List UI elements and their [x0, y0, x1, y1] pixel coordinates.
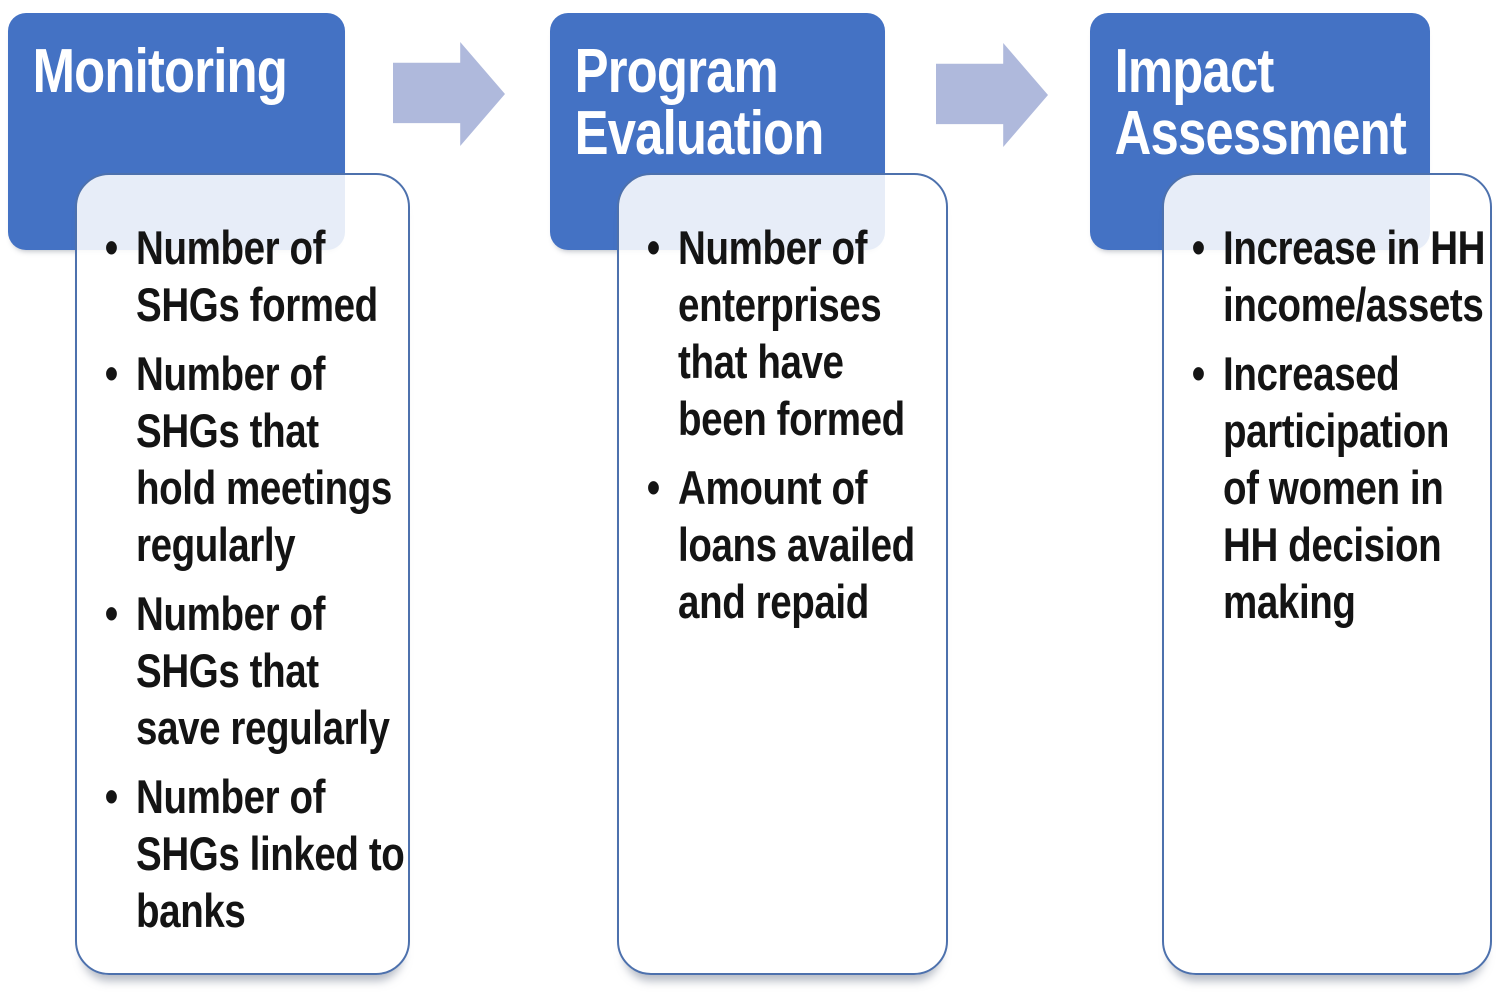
bullet-item: • Number of SHGs formed	[105, 219, 405, 333]
bullet-dot-icon: •	[1191, 221, 1206, 273]
bullet-item: • Increase in HH income/assets	[1192, 219, 1487, 333]
program-evaluation-content-box: • Number of enterprises that have been f…	[617, 173, 948, 975]
bullet-text: Number of SHGs formed	[136, 221, 378, 331]
bullet-text: Number of SHGs linked to banks	[136, 770, 405, 937]
arrow-right-icon	[936, 43, 1048, 147]
bullet-text: Number of enterprises that have been for…	[678, 221, 905, 445]
impact-assessment-content-box: • Increase in HH income/assets • Increas…	[1162, 173, 1492, 975]
bullet-text: Number of SHGs that hold meetings regula…	[136, 347, 392, 571]
bullet-item: • Increased participation of women in HH…	[1192, 345, 1487, 630]
bullet-dot-icon: •	[104, 347, 119, 399]
bullet-item: • Number of enterprises that have been f…	[647, 219, 943, 447]
monitoring-header-label: Monitoring	[32, 37, 288, 106]
bullet-dot-icon: •	[104, 221, 119, 273]
bullet-text: Increased participation of women in HH d…	[1223, 347, 1449, 628]
bullet-item: • Number of SHGs that hold meetings regu…	[105, 345, 405, 573]
bullet-item: • Amount of loans availed and repaid	[647, 459, 943, 630]
bullet-dot-icon: •	[1191, 347, 1206, 399]
arrow-right-icon	[393, 42, 505, 146]
bullet-item: • Number of SHGs linked to banks	[105, 768, 405, 939]
program-evaluation-header-label: Program Evaluation	[574, 37, 825, 168]
program-evaluation-bullet-list: • Number of enterprises that have been f…	[619, 175, 946, 630]
monitoring-bullet-list: • Number of SHGs formed • Number of SHGs…	[77, 175, 408, 939]
impact-assessment-header-label: Impact Assessment	[1114, 37, 1407, 168]
bullet-text: Increase in HH income/assets	[1223, 221, 1486, 331]
monitoring-content-box: • Number of SHGs formed • Number of SHGs…	[75, 173, 410, 975]
bullet-dot-icon: •	[646, 461, 661, 513]
bullet-item: • Number of SHGs that save regularly	[105, 585, 405, 756]
bullet-text: Amount of loans availed and repaid	[678, 461, 915, 628]
bullet-dot-icon: •	[646, 221, 661, 273]
impact-assessment-bullet-list: • Increase in HH income/assets • Increas…	[1164, 175, 1490, 630]
bullet-dot-icon: •	[104, 770, 119, 822]
bullet-dot-icon: •	[104, 587, 119, 639]
bullet-text: Number of SHGs that save regularly	[136, 587, 390, 754]
